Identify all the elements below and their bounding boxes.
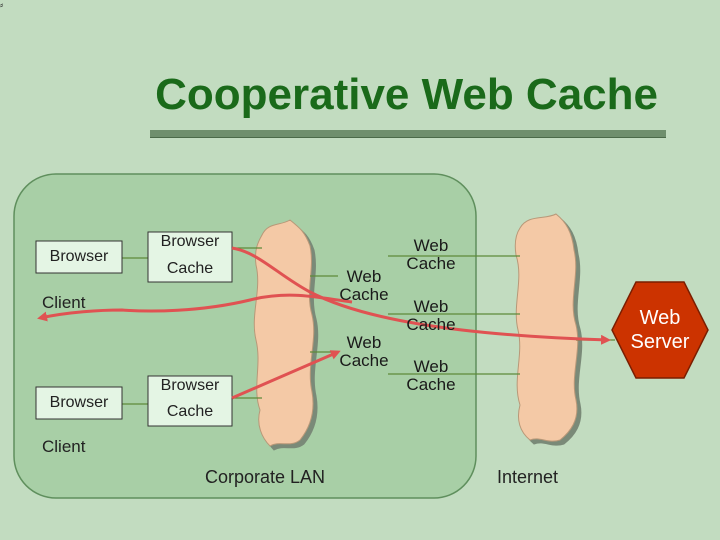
corporate-lan-label: Corporate LAN [205,467,326,487]
internet-cache-2-line2: Cache [406,314,456,334]
internet-label: Internet [497,467,559,487]
web-server-label: Web Server [616,306,704,354]
client-label-1: Client [42,293,86,312]
browser-label-1: Browser [49,248,109,265]
lan-cache-2: Web Cache [336,334,392,370]
web-server-line1: Web [639,307,681,329]
internet-cache-3: Web Cache [402,358,460,394]
lan-cache-1: Web Cache [336,268,392,304]
internet-cache-3-line1: Web [413,357,449,376]
internet-cache-1: Web Cache [402,237,460,273]
lan-cache-2-line1: Web [346,333,382,352]
lan-cloud [253,219,315,447]
browser-box-1 [35,240,123,274]
request-arrow-1 [231,246,611,345]
internet-cache-3-line2: Cache [406,374,456,394]
browser-box-2 [35,386,123,420]
response-arrow-1 [37,293,353,322]
internet-cache-1-line2: Cache [406,253,456,273]
lan-cache-2-line2: Cache [339,350,389,370]
browser-label-2: Browser [49,394,109,411]
client-label-2: Client [42,437,86,456]
request-arrow-2 [231,350,341,400]
web-server-hexagon [611,281,709,379]
internet-cache-1-line1: Web [413,236,449,255]
title-underline [150,130,666,138]
internet-cache-2-line1: Web [413,297,449,316]
browser-cache-line2-1: Cache [166,260,214,277]
web-server-line2: Server [630,331,690,353]
internet-cloud [514,213,579,442]
browser-cache-line1-1: Browser [160,233,220,250]
slide-title: Cooperative Web Cache [155,70,658,119]
corner-mark: ⸗ [0,0,4,11]
browser-cache-line1-2: Browser [160,377,220,394]
lan-cache-1-line1: Web [346,267,382,286]
browser-cache-box-2 [147,375,233,427]
browser-cache-line2-2: Cache [166,403,214,420]
lan-cache-1-line2: Cache [339,284,389,304]
browser-cache-box-1 [147,231,233,283]
corporate-lan-region [13,173,477,499]
internet-cache-2: Web Cache [402,298,460,334]
